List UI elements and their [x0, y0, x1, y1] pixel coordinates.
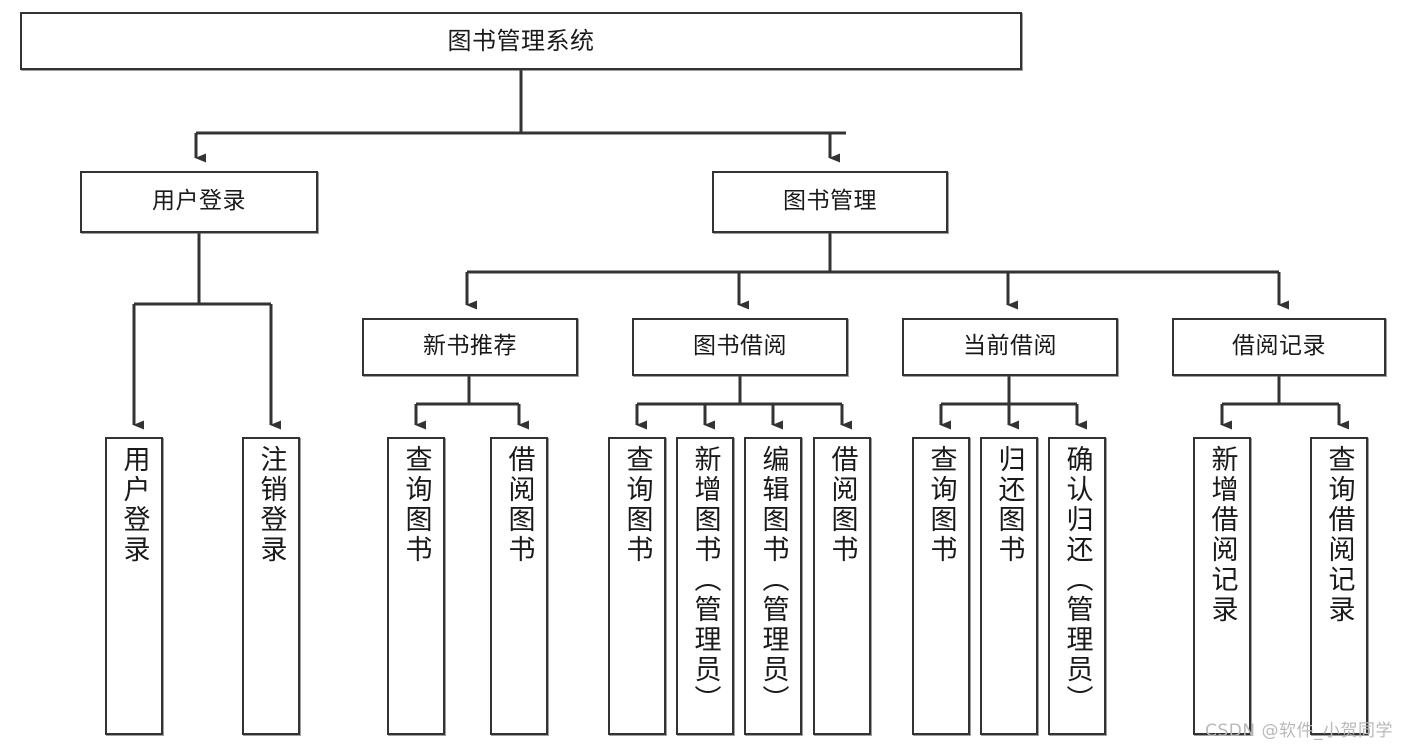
- node-label: 新增借阅记录: [1206, 445, 1238, 625]
- node-label: 查询借阅记录: [1323, 445, 1355, 625]
- csdn-watermark: CSDN @软件_小贺同学: [1205, 721, 1393, 741]
- node-label: 用户登录: [118, 445, 150, 565]
- node-label: 当前借阅: [963, 333, 1057, 360]
- node-label: 图书管理: [783, 188, 877, 215]
- node-leaf-query-book-rec[interactable]: 查询图书: [387, 437, 445, 735]
- node-book-manage[interactable]: 图书管理: [712, 171, 948, 233]
- node-label: 借阅图书: [503, 445, 535, 565]
- node-label: 用户登录: [152, 188, 246, 215]
- node-label: 借阅记录: [1232, 333, 1326, 360]
- node-label: 查询图书: [925, 445, 957, 565]
- node-label: 确认归还（管理员）: [1061, 445, 1093, 715]
- node-label: 查询图书: [400, 445, 432, 565]
- node-user-login[interactable]: 用户登录: [80, 171, 318, 233]
- node-new-book-recommend[interactable]: 新书推荐: [362, 318, 578, 376]
- node-borrow-record[interactable]: 借阅记录: [1172, 318, 1386, 376]
- node-leaf-borrow-book-rec[interactable]: 借阅图书: [490, 437, 548, 735]
- node-leaf-user-login[interactable]: 用户登录: [105, 437, 163, 735]
- node-label: 新增图书（管理员）: [689, 445, 721, 715]
- node-current-borrow[interactable]: 当前借阅: [902, 318, 1118, 376]
- node-label: 图书管理系统: [447, 26, 595, 55]
- node-label: 新书推荐: [423, 333, 517, 360]
- node-leaf-edit-book-admin[interactable]: 编辑图书（管理员）: [744, 437, 802, 735]
- node-book-borrow[interactable]: 图书借阅: [632, 318, 848, 376]
- node-label: 查询图书: [621, 445, 653, 565]
- node-leaf-add-book-admin[interactable]: 新增图书（管理员）: [676, 437, 734, 735]
- node-leaf-logout-login[interactable]: 注销登录: [242, 437, 300, 735]
- node-label: 编辑图书（管理员）: [757, 445, 789, 715]
- node-label: 图书借阅: [693, 333, 787, 360]
- node-leaf-query-book-borrow[interactable]: 查询图书: [608, 437, 666, 735]
- node-label: 归还图书: [993, 445, 1025, 565]
- node-leaf-query-borrow-record[interactable]: 查询借阅记录: [1310, 437, 1368, 735]
- node-root-system[interactable]: 图书管理系统: [20, 12, 1022, 70]
- node-label: 注销登录: [255, 445, 287, 565]
- node-leaf-query-book-current[interactable]: 查询图书: [912, 437, 970, 735]
- node-leaf-confirm-return-admin[interactable]: 确认归还（管理员）: [1048, 437, 1106, 735]
- node-leaf-add-borrow-record[interactable]: 新增借阅记录: [1193, 437, 1251, 735]
- node-leaf-return-book[interactable]: 归还图书: [980, 437, 1038, 735]
- node-leaf-borrow-book-borrow[interactable]: 借阅图书: [813, 437, 871, 735]
- node-label: 借阅图书: [826, 445, 858, 565]
